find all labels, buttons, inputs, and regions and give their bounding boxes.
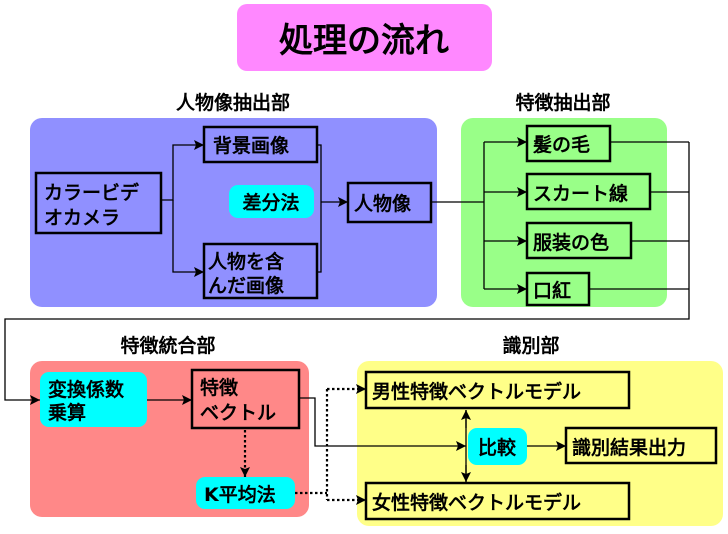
person-image-label-line1: 人物を含: [208, 250, 285, 273]
feature-hair-label: 髪の毛: [532, 134, 590, 156]
identification-label: 識別部: [502, 334, 559, 357]
camera-label-line2: オカメラ: [44, 207, 120, 229]
camera-node: カラービデ オカメラ: [34, 171, 163, 235]
result-output-label: 識別結果出力: [572, 436, 686, 459]
person-figure-label: 人物像: [354, 192, 412, 215]
feature-lipstick-label: 口紅: [533, 279, 571, 302]
identification-section: [357, 361, 723, 526]
camera-label-line1: カラービデ: [44, 181, 140, 204]
male-model-label: 男性特徴ベクトルモデル: [372, 380, 581, 403]
background-image-label: 背景画像: [213, 134, 290, 157]
connector-features-to-integration: [4, 142, 690, 405]
title-text: 処理の流れ: [279, 21, 449, 61]
feature-clothing-color-label: 服装の色: [533, 231, 609, 254]
difference-method-node: 差分法: [229, 185, 314, 218]
connector-vector-to-compare: [299, 397, 466, 451]
difference-method-label: 差分法: [242, 191, 299, 214]
female-model-node: 女性特徴ベクトルモデル: [364, 481, 631, 521]
person-extraction-label: 人物像抽出部: [176, 91, 290, 114]
transform-coefficient-label-line1: 変換係数: [48, 378, 125, 401]
compare-node: 比較: [468, 428, 527, 465]
female-model-label: 女性特徴ベクトルモデル: [372, 491, 581, 514]
feature-vector-label-line2: ベクトル: [200, 402, 276, 424]
kmeans-node: K平均法: [196, 477, 295, 509]
kmeans-label: K平均法: [204, 483, 276, 506]
connector-camera-split: [161, 140, 204, 201]
transform-coefficient-node: 変換係数 乗算: [40, 372, 147, 427]
connector-background-merge: [317, 144, 322, 273]
person-included-image-node: 人物を含 んだ画像: [202, 242, 319, 300]
connector-camera-person-image: [172, 200, 204, 277]
person-image-label-line2: んだ画像: [208, 274, 285, 297]
male-model-node: 男性特徴ベクトルモデル: [364, 370, 631, 410]
feature-integration-label: 特徴統合部: [120, 334, 215, 357]
compare-label: 比較: [478, 436, 517, 459]
title-background: [237, 4, 492, 71]
feature-extraction-label: 特徴抽出部: [515, 91, 610, 114]
feature-vector-label-line1: 特徴: [200, 376, 239, 399]
transform-coefficient-label-line2: 乗算: [48, 401, 86, 424]
feature-hair-node: 髪の毛: [525, 124, 612, 163]
feature-extraction-section: [461, 118, 667, 307]
diagram-title: 処理の流れ: [237, 4, 492, 71]
feature-skirt-label: スカート線: [533, 182, 628, 205]
feature-vector-node: 特徴 ベクトル: [190, 368, 301, 430]
